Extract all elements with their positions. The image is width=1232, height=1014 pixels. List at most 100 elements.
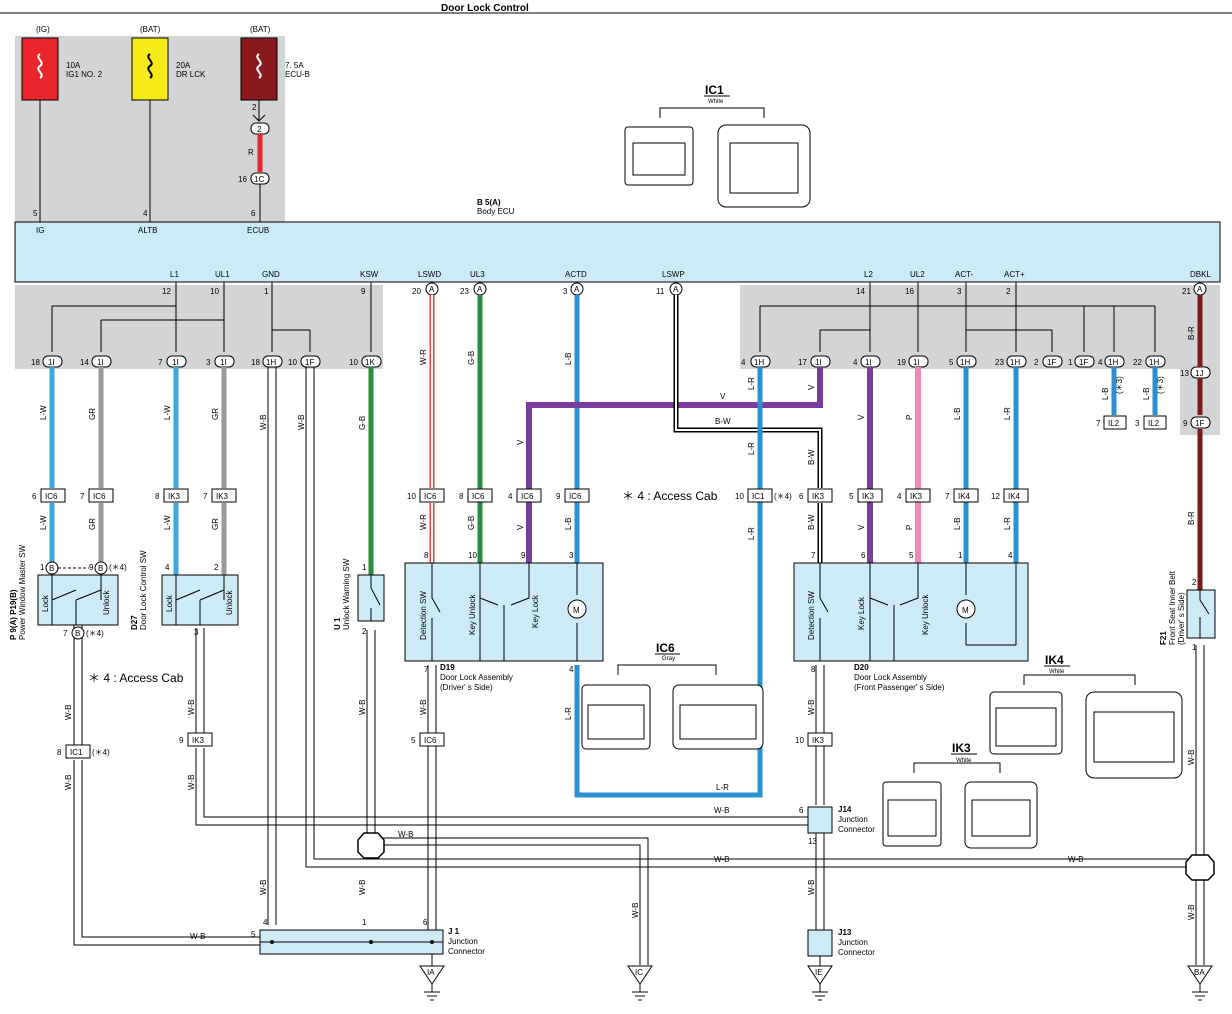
svg-text:L-W: L-W [39,515,48,530]
fuse-dr-lck: (BAT) 20A DR LCK [131,25,206,101]
terminal-label: UL3 [470,270,485,279]
svg-text:W-B: W-B [187,700,196,715]
component-name: Unlock Warning SW [342,558,351,630]
component-code: U 1 [333,617,342,630]
svg-text:4: 4 [897,492,902,501]
conn-label: 1F [1047,358,1056,367]
pin-label: 13 [1180,369,1189,378]
svg-text:6: 6 [423,918,428,927]
conn-label: 1I [865,358,872,367]
svg-text:B: B [49,564,54,573]
pin-label: 1 [1068,358,1073,367]
conn-label: IC6 [45,492,58,501]
pin-label: 14 [856,287,865,296]
svg-text:9: 9 [556,492,561,501]
note-label: (＊4) [92,748,110,757]
conn-label: 1K [365,358,375,367]
pin-label: 16 [905,287,914,296]
conn-label: IK3 [910,492,923,501]
fuse-source: (BAT) [140,25,161,34]
connector-name: IK4 [1045,653,1064,667]
sw-label: Lock [41,594,50,612]
note-label: (＊4) [774,492,792,501]
conn-label: 1I [913,358,920,367]
svg-text:10: 10 [407,492,416,501]
svg-text:7: 7 [80,492,85,501]
conn-label: IK3 [812,492,825,501]
conn-label: 1H [960,358,970,367]
svg-text:B-W: B-W [807,514,816,530]
svg-text:GR: GR [88,518,97,530]
svg-text:7: 7 [1096,419,1101,428]
conn-label: IC6 [424,492,437,501]
front-seat-inner-belt: 2 1 F21 Front Seat Inner Belt (Driver' s… [1159,570,1216,652]
svg-text:4: 4 [165,563,170,572]
terminal-label: L1 [170,270,179,279]
conn-label: IK3 [168,492,181,501]
svg-text:2: 2 [1192,578,1197,587]
conn-label: 1F [1195,419,1204,428]
terminal-label: ACT- [955,270,974,279]
component-side: (Driver' s Side) [440,683,493,692]
pin-label: 4 [741,358,746,367]
pin-label: 4 [143,209,148,218]
svg-text:5: 5 [251,930,256,939]
conn-label: A [477,285,483,294]
component-name: Front Seat Inner Belt [1168,570,1177,645]
svg-text:V: V [720,392,726,401]
junction-name2: Connector [838,825,875,834]
access-cab-note-2: ＊ 4 : Access Cab [88,671,184,685]
conn-label: 1C [254,175,264,184]
svg-text:9: 9 [521,551,526,560]
conn-label: 1I [97,358,104,367]
motor-label: M [962,606,969,615]
terminal-label: KSW [360,270,379,279]
svg-text:V: V [807,384,816,390]
pin-label: 1 [264,287,269,296]
svg-text:L-B: L-B [1142,388,1151,400]
il2-connectors: 7 IL2 3 IL2 9 1F (＊3) (＊3) [1096,376,1211,430]
svg-text:L-R: L-R [1003,407,1012,420]
svg-text:W-B: W-B [358,880,367,895]
pin-label: 5 [33,209,38,218]
component-code: F21 [1159,631,1168,645]
fuse-name: ECU-B [285,70,310,79]
svg-text:6: 6 [799,806,804,815]
connector-name: IC6 [656,641,675,655]
junction-code: J 1 [448,927,460,936]
ground-ie: IE [807,956,833,1001]
svg-text:L-R: L-R [564,707,573,720]
pin-label: 22 [1133,358,1142,367]
svg-text:W-R: W-R [419,349,428,365]
conn-label: 1H [1010,358,1020,367]
pin-label: 2 [1034,358,1039,367]
svg-text:B: B [75,629,80,638]
svg-text:1: 1 [362,563,367,572]
component-name: Power Window Master SW [18,544,27,640]
conn-label: 1H [266,358,276,367]
conn-label: 1F [305,358,314,367]
junction-name: Junction [838,938,868,947]
svg-text:V: V [516,439,525,445]
connector-name: IC1 [705,83,724,97]
svg-text:4: 4 [569,665,574,674]
svg-text:1: 1 [40,563,45,572]
ecu-bottom-terminals: L1 12 UL1 10 GND 1 KSW 9 LSWD 20 UL3 23 … [162,270,1211,296]
pin-label: 23 [460,287,469,296]
svg-text:L-R: L-R [1003,517,1012,530]
svg-text:L-B: L-B [564,518,573,530]
svg-text:V: V [857,414,866,420]
conn-label: A [574,285,580,294]
terminal-label: LSWD [418,270,441,279]
component-side: (Driver' s Side) [1177,592,1186,645]
svg-text:W-B: W-B [419,700,428,715]
svg-text:3: 3 [194,628,199,637]
svg-text:13: 13 [808,837,817,846]
terminal-label: LSWP [662,270,685,279]
switch-label: Key Unlock [468,594,477,635]
conn-label: IK4 [1008,492,1021,501]
ground-label: IE [815,968,823,977]
pin-label: 6 [251,209,256,218]
pin-label: 21 [1182,287,1191,296]
